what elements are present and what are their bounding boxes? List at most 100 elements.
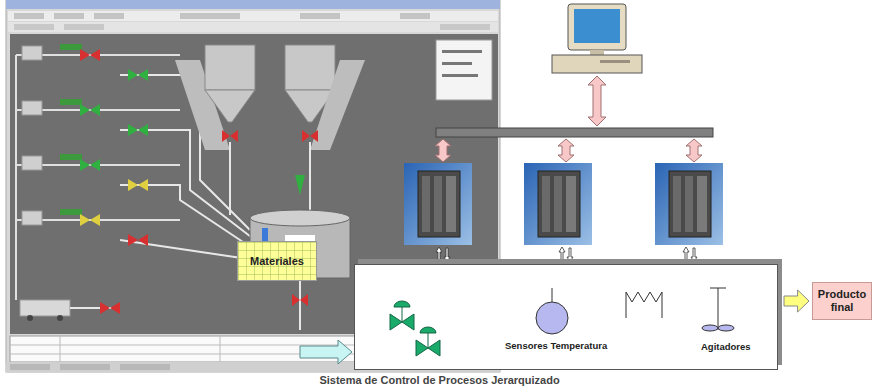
node-label: Materiales (250, 255, 304, 268)
valve-symbol (394, 301, 410, 307)
temperature-sensor (552, 288, 553, 302)
tank-row (22, 101, 42, 115)
temperature-sensor (536, 302, 568, 334)
scada-screenshot (14, 13, 44, 19)
valve-symbol (402, 307, 403, 322)
valve-symbol (420, 327, 436, 333)
scada-screenshot (60, 364, 110, 370)
plc-icons (697, 176, 707, 232)
plc-icons (434, 176, 442, 232)
heater-symbol (626, 292, 662, 318)
scada-screenshot (220, 336, 221, 362)
scada-screenshot (400, 13, 430, 19)
plc-icons (446, 176, 456, 232)
silos (309, 142, 311, 215)
silos (205, 45, 255, 90)
input-arrow (300, 340, 352, 364)
pipes (120, 69, 255, 260)
bus-arrows (435, 139, 702, 162)
io-arrows (559, 247, 565, 261)
computer-icon (552, 55, 642, 73)
valve-symbol (402, 314, 414, 330)
plc-icons (673, 176, 681, 232)
temperature-sensor (536, 288, 568, 334)
tank-row (90, 49, 100, 61)
flow-arrow (784, 290, 809, 312)
plc-icons (538, 171, 580, 237)
reactor (300, 294, 308, 306)
tank-row (60, 44, 82, 50)
plc-icons (422, 176, 430, 232)
pipes (120, 185, 255, 250)
silos (285, 45, 335, 90)
reactor (27, 315, 33, 321)
valve-symbol (428, 333, 429, 348)
plc-icons (669, 171, 711, 237)
valve-symbol (428, 340, 440, 356)
silos (295, 175, 305, 195)
pipes (128, 179, 138, 191)
node-label: Producto final (817, 288, 867, 313)
scada-screenshot (94, 13, 124, 19)
reactor (299, 278, 301, 330)
reactor (100, 302, 110, 314)
computer-icon (600, 60, 630, 63)
pipes (128, 69, 138, 81)
scada-screenshot (120, 364, 170, 370)
silos (310, 60, 365, 150)
tank-row (22, 46, 42, 60)
scada-screenshot (6, 0, 500, 9)
io-arrows (683, 247, 689, 261)
reactor (250, 210, 350, 226)
tank-row (60, 209, 82, 215)
pipes (128, 124, 138, 136)
pipes (138, 179, 148, 191)
scada-screenshot (54, 13, 84, 19)
pipes (120, 240, 255, 260)
pipes (138, 234, 148, 246)
scada-screenshot (442, 50, 482, 53)
plc-icons (542, 176, 550, 232)
silos (230, 130, 238, 142)
plc-icons (418, 171, 460, 237)
agitator-symbol (702, 325, 718, 331)
plc-icons (404, 163, 723, 245)
scada-screenshot (442, 74, 478, 77)
silos (222, 130, 230, 142)
materials-box: Materiales (237, 241, 317, 281)
io-arrows (436, 247, 442, 261)
scada-screenshot (60, 336, 61, 362)
tank-row (80, 214, 90, 226)
plc-icons (524, 163, 592, 245)
scada-screenshot (440, 24, 490, 30)
product-box: Producto final (812, 282, 872, 320)
bus-arrows (558, 139, 574, 162)
node-label: Agitadores (701, 342, 751, 353)
tank-row (60, 99, 82, 105)
reactor (285, 235, 315, 245)
reactor (57, 315, 63, 321)
tank-row (22, 156, 42, 170)
pipes (120, 130, 255, 240)
network-bus (436, 128, 713, 137)
silos (229, 142, 231, 215)
silos (310, 130, 318, 142)
bus-arrows (435, 139, 451, 162)
reactor (20, 210, 350, 330)
plc-icons (655, 163, 723, 245)
scada-screenshot (64, 24, 104, 30)
tank-row (90, 104, 100, 116)
diagram-caption: Sistema de Control de Procesos Jerarquiz… (0, 374, 879, 387)
reactor (20, 300, 70, 316)
scada-screenshot (14, 24, 54, 30)
valve-symbol (416, 340, 428, 356)
valve-symbol (390, 314, 402, 330)
agitator-symbol (702, 288, 734, 331)
tank-row (80, 159, 90, 171)
tank-row (90, 159, 100, 171)
computer-icon (552, 4, 642, 73)
tank-row (80, 104, 90, 116)
computer-icon (590, 50, 604, 55)
